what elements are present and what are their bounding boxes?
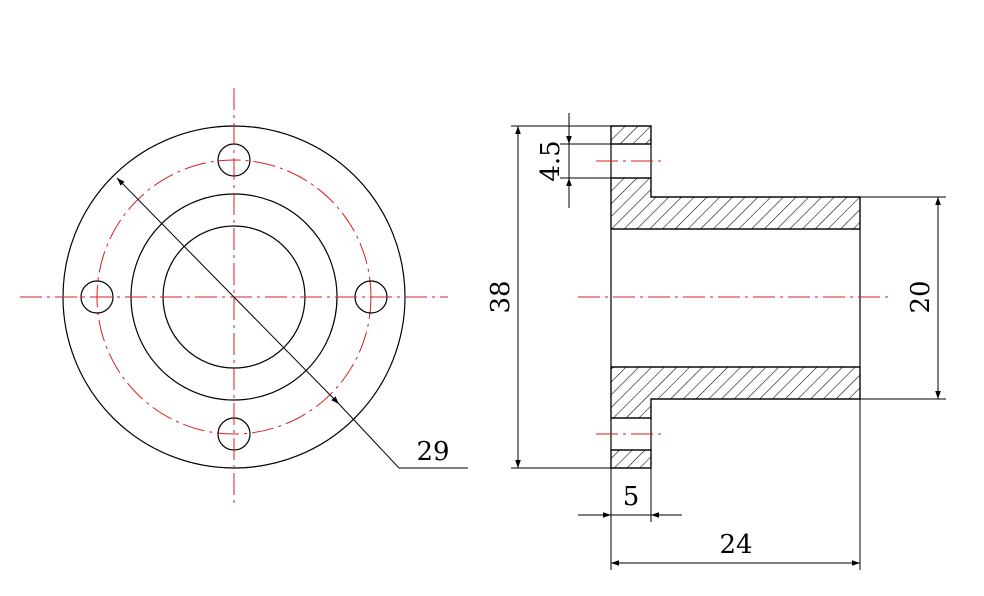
section-view: 38 4.5 20 5 24 <box>486 113 946 570</box>
front-view: 29 <box>20 88 468 508</box>
flange-thickness-label: 4.5 <box>536 140 566 181</box>
hub-diameter-label: 20 <box>906 280 936 313</box>
upper-body-section <box>610 177 861 230</box>
pitch-leader-line <box>338 403 468 469</box>
pitch-diameter-line <box>116 177 340 405</box>
overall-diameter-label: 38 <box>486 280 516 313</box>
overall-length-label: 24 <box>719 530 752 560</box>
pitch-circle-label: 29 <box>416 437 449 467</box>
lower-body-section <box>610 366 861 419</box>
bolt-hole-left <box>80 280 114 314</box>
lower-flange-section <box>610 449 652 469</box>
upper-flange-section <box>610 125 652 145</box>
flange-width-label: 5 <box>623 482 640 512</box>
